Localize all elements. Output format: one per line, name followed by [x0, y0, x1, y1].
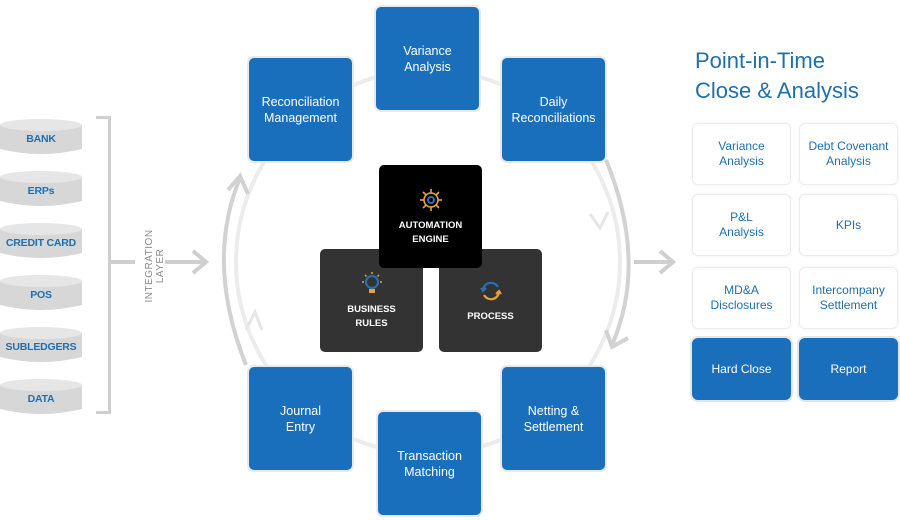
step-reconciliation-management[interactable]: Reconciliation Management	[249, 58, 352, 161]
output-pl-analysis[interactable]: P&L Analysis	[692, 194, 791, 256]
database-icon	[0, 171, 82, 206]
output-arrowhead	[658, 249, 677, 275]
integration-bracket	[96, 116, 111, 414]
source-erps: ERPs	[0, 170, 82, 208]
lightbulb-icon	[361, 271, 382, 293]
outputs-title: Point-in-Time Close & Analysis	[695, 48, 859, 103]
step-transaction-matching[interactable]: Transaction Matching	[378, 412, 481, 515]
database-icon	[0, 119, 82, 154]
left-cycle-arc	[221, 177, 248, 366]
source-pos: POS	[0, 274, 82, 312]
integration-layer-label: INTEGRATION LAYER	[144, 229, 166, 303]
right-arc-arrowhead	[604, 329, 629, 350]
step-netting-settlement[interactable]: Netting & Settlement	[502, 367, 605, 470]
source-subledgers: SUBLEDGERS	[0, 326, 82, 364]
source-label: SUBLEDGERS	[5, 341, 77, 353]
inner-left-arrowhead	[244, 308, 264, 331]
step-daily-reconciliations[interactable]: Daily Reconciliations	[502, 58, 605, 161]
output-kpis[interactable]: KPIs	[799, 194, 898, 256]
step-journal-entry[interactable]: Journal Entry	[249, 367, 352, 470]
hard-close-button[interactable]: Hard Close	[692, 338, 791, 400]
step-label: Reconciliation Management	[261, 94, 340, 125]
refresh-cycle-icon	[479, 281, 502, 300]
gear-icon	[419, 188, 442, 211]
database-icon	[0, 223, 82, 258]
source-credit-card: CREDIT CARD	[0, 222, 82, 260]
source-label: DATA	[27, 393, 55, 405]
step-variance-analysis[interactable]: Variance Analysis	[376, 7, 479, 110]
step-label: Journal Entry	[280, 403, 321, 434]
output-label: Debt Covenant Analysis	[808, 139, 889, 168]
left-arc-arrowhead	[226, 172, 250, 195]
right-cycle-arc	[604, 159, 631, 346]
output-debt-covenant-analysis[interactable]: Debt Covenant Analysis	[799, 123, 898, 185]
automation-engine-label: AUTOMATION ENGINE	[398, 219, 463, 245]
business-rules-label: BUSINESS RULES	[347, 303, 396, 329]
output-label: Intercompany Settlement	[812, 283, 885, 312]
source-label: POS	[30, 289, 52, 301]
report-button[interactable]: Report	[799, 338, 898, 400]
source-label: CREDIT CARD	[5, 237, 77, 249]
bracket-stem	[111, 260, 135, 264]
output-label: P&L Analysis	[719, 210, 764, 239]
output-label: KPIs	[835, 217, 862, 232]
source-label: ERPs	[27, 185, 55, 197]
process-label: PROCESS	[467, 310, 514, 322]
input-arrowhead	[191, 249, 210, 275]
source-data: DATA	[0, 378, 82, 416]
database-icon	[0, 327, 82, 362]
step-label: Variance Analysis	[403, 43, 452, 74]
source-bank: BANK	[0, 118, 82, 156]
hard-close-label: Hard Close	[711, 361, 772, 376]
database-icon	[0, 275, 82, 310]
output-mda-disclosures[interactable]: MD&A Disclosures	[692, 267, 791, 329]
source-label: BANK	[26, 133, 56, 145]
output-intercompany-settlement[interactable]: Intercompany Settlement	[799, 267, 898, 329]
database-icon	[0, 379, 82, 414]
step-label: Transaction Matching	[397, 448, 462, 479]
step-label: Daily Reconciliations	[511, 94, 596, 125]
automation-engine-box: AUTOMATION ENGINE	[379, 165, 482, 268]
output-label: Variance Analysis	[718, 139, 765, 168]
output-label: MD&A Disclosures	[710, 283, 773, 312]
report-label: Report	[830, 361, 867, 376]
output-variance-analysis[interactable]: Variance Analysis	[692, 123, 791, 185]
inner-right-arrowhead	[588, 211, 610, 231]
step-label: Netting & Settlement	[523, 403, 584, 434]
